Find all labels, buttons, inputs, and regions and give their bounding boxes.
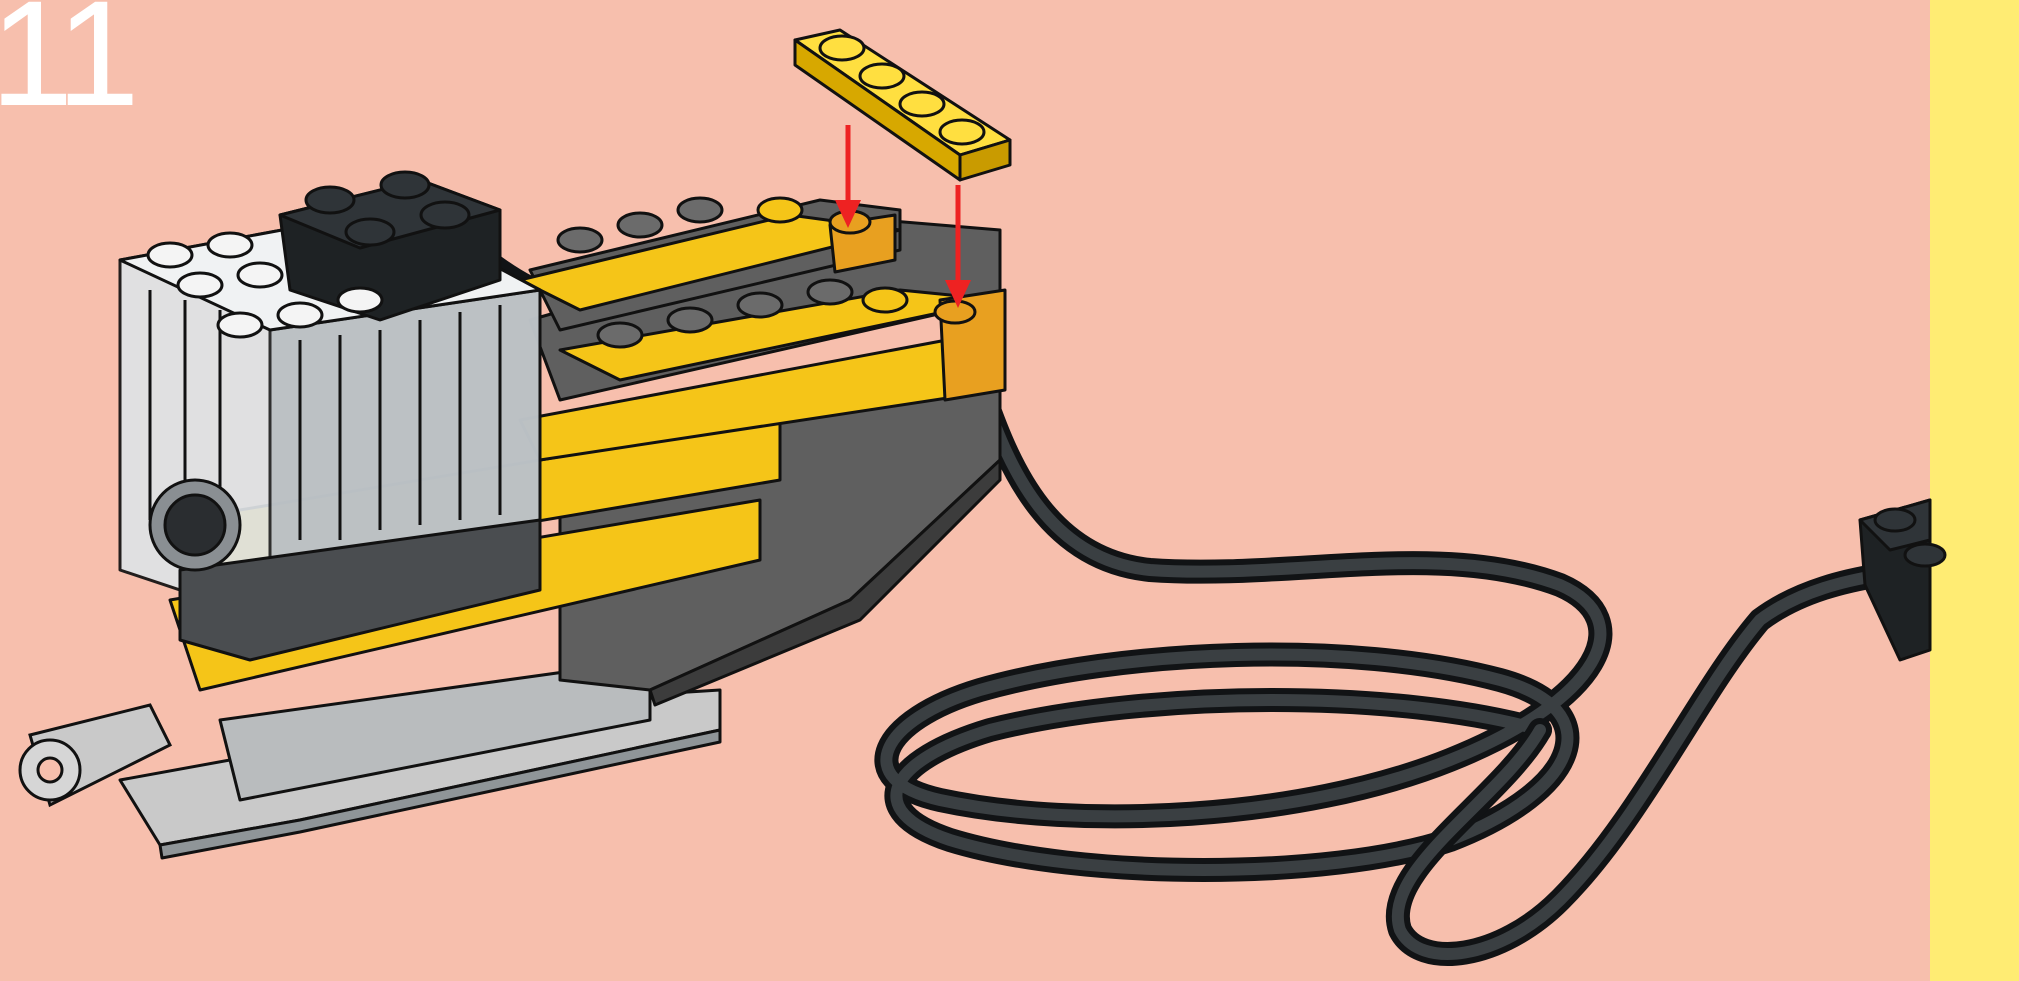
yellow-1x4-plate xyxy=(795,30,1010,180)
connector-brick xyxy=(1860,500,1945,660)
